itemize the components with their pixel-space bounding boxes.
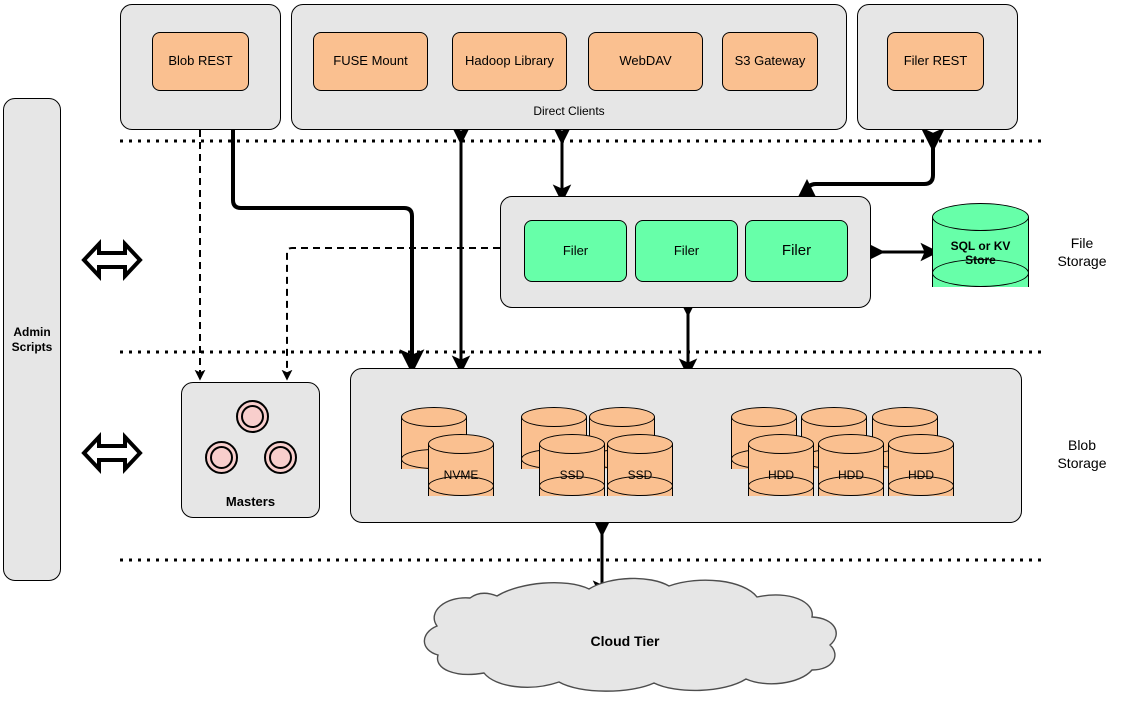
admin-scripts-label: Admin Scripts xyxy=(11,324,53,354)
client-s3-gateway[interactable]: S3 Gateway xyxy=(722,32,818,91)
volume-hdd-front-3[interactable]: HDD xyxy=(888,434,954,506)
master-node-1[interactable] xyxy=(236,400,269,433)
admin-arrow-blob-tier xyxy=(81,431,143,475)
cyl-bottom xyxy=(818,476,884,496)
file-storage-side-label: File Storage xyxy=(1057,235,1107,270)
filer-node-2[interactable]: Filer xyxy=(635,220,738,282)
client-filer-rest[interactable]: Filer REST xyxy=(887,32,984,91)
filer-node-2-label: Filer xyxy=(673,242,700,258)
metastore-label: SQL or KV Store xyxy=(950,239,1011,268)
cyl-top xyxy=(589,407,655,427)
admin-scripts-panel[interactable]: Admin Scripts xyxy=(3,98,61,581)
master-node-2[interactable] xyxy=(205,441,238,474)
volume-nvme-front-1[interactable]: NVME xyxy=(428,434,494,506)
cyl-bottom xyxy=(428,476,494,496)
cyl-bottom xyxy=(539,476,605,496)
client-blob-rest[interactable]: Blob REST xyxy=(152,32,249,91)
volume-nvme-label: NVME xyxy=(443,468,479,482)
volume-hdd-label-3: HDD xyxy=(908,468,934,482)
cyl-bottom xyxy=(888,476,954,496)
cyl-top xyxy=(731,407,797,427)
metastore-cylinder-top xyxy=(932,203,1029,231)
client-s3-gateway-label: S3 Gateway xyxy=(734,53,806,69)
filer-node-3-label: Filer xyxy=(781,242,812,260)
cyl-top xyxy=(872,407,938,427)
cyl-bottom xyxy=(748,476,814,496)
cyl-top xyxy=(539,434,605,454)
volume-ssd-label-1: SSD xyxy=(559,468,585,482)
admin-arrow-file-tier xyxy=(81,238,143,282)
cyl-top xyxy=(607,434,673,454)
master-node-3[interactable] xyxy=(264,441,297,474)
direct-clients-caption: Direct Clients xyxy=(533,104,605,118)
cyl-top xyxy=(521,407,587,427)
client-webdav-label: WebDAV xyxy=(619,53,672,69)
wire-blobrest-to-volumes xyxy=(231,130,425,374)
masters-label: Masters xyxy=(225,494,276,509)
cyl-top xyxy=(428,434,494,454)
client-hadoop-library[interactable]: Hadoop Library xyxy=(452,32,567,91)
cyl-top xyxy=(818,434,884,454)
metastore-cylinder[interactable]: SQL or KV Store xyxy=(932,203,1029,301)
client-blob-rest-label: Blob REST xyxy=(168,53,233,69)
client-fuse-mount-label: FUSE Mount xyxy=(333,53,408,69)
metastore-cylinder-bottom xyxy=(932,259,1029,287)
volume-hdd-front-2[interactable]: HDD xyxy=(818,434,884,506)
cloud-tier-label: Cloud Tier xyxy=(590,633,660,649)
cyl-bottom xyxy=(607,476,673,496)
wire-filerrest-to-filers xyxy=(794,127,946,204)
wire-filer-to-masters xyxy=(281,247,500,381)
cyl-top xyxy=(401,407,467,427)
volume-hdd-front-1[interactable]: HDD xyxy=(748,434,814,506)
volume-ssd-label-2: SSD xyxy=(627,468,653,482)
volume-ssd-front-2[interactable]: SSD xyxy=(607,434,673,506)
volume-hdd-label-2: HDD xyxy=(838,468,864,482)
blob-storage-side-label: Blob Storage xyxy=(1057,437,1107,472)
client-hadoop-library-label: Hadoop Library xyxy=(465,53,554,69)
filer-node-1[interactable]: Filer xyxy=(524,220,627,282)
volume-hdd-label-1: HDD xyxy=(768,468,794,482)
cyl-top xyxy=(888,434,954,454)
filer-node-3[interactable]: Filer xyxy=(745,220,848,282)
client-filer-rest-label: Filer REST xyxy=(903,53,968,69)
cyl-top xyxy=(748,434,814,454)
filer-node-1-label: Filer xyxy=(562,242,589,258)
cyl-top xyxy=(801,407,867,427)
client-webdav[interactable]: WebDAV xyxy=(588,32,703,91)
client-fuse-mount[interactable]: FUSE Mount xyxy=(313,32,428,91)
volume-ssd-front-1[interactable]: SSD xyxy=(539,434,605,506)
